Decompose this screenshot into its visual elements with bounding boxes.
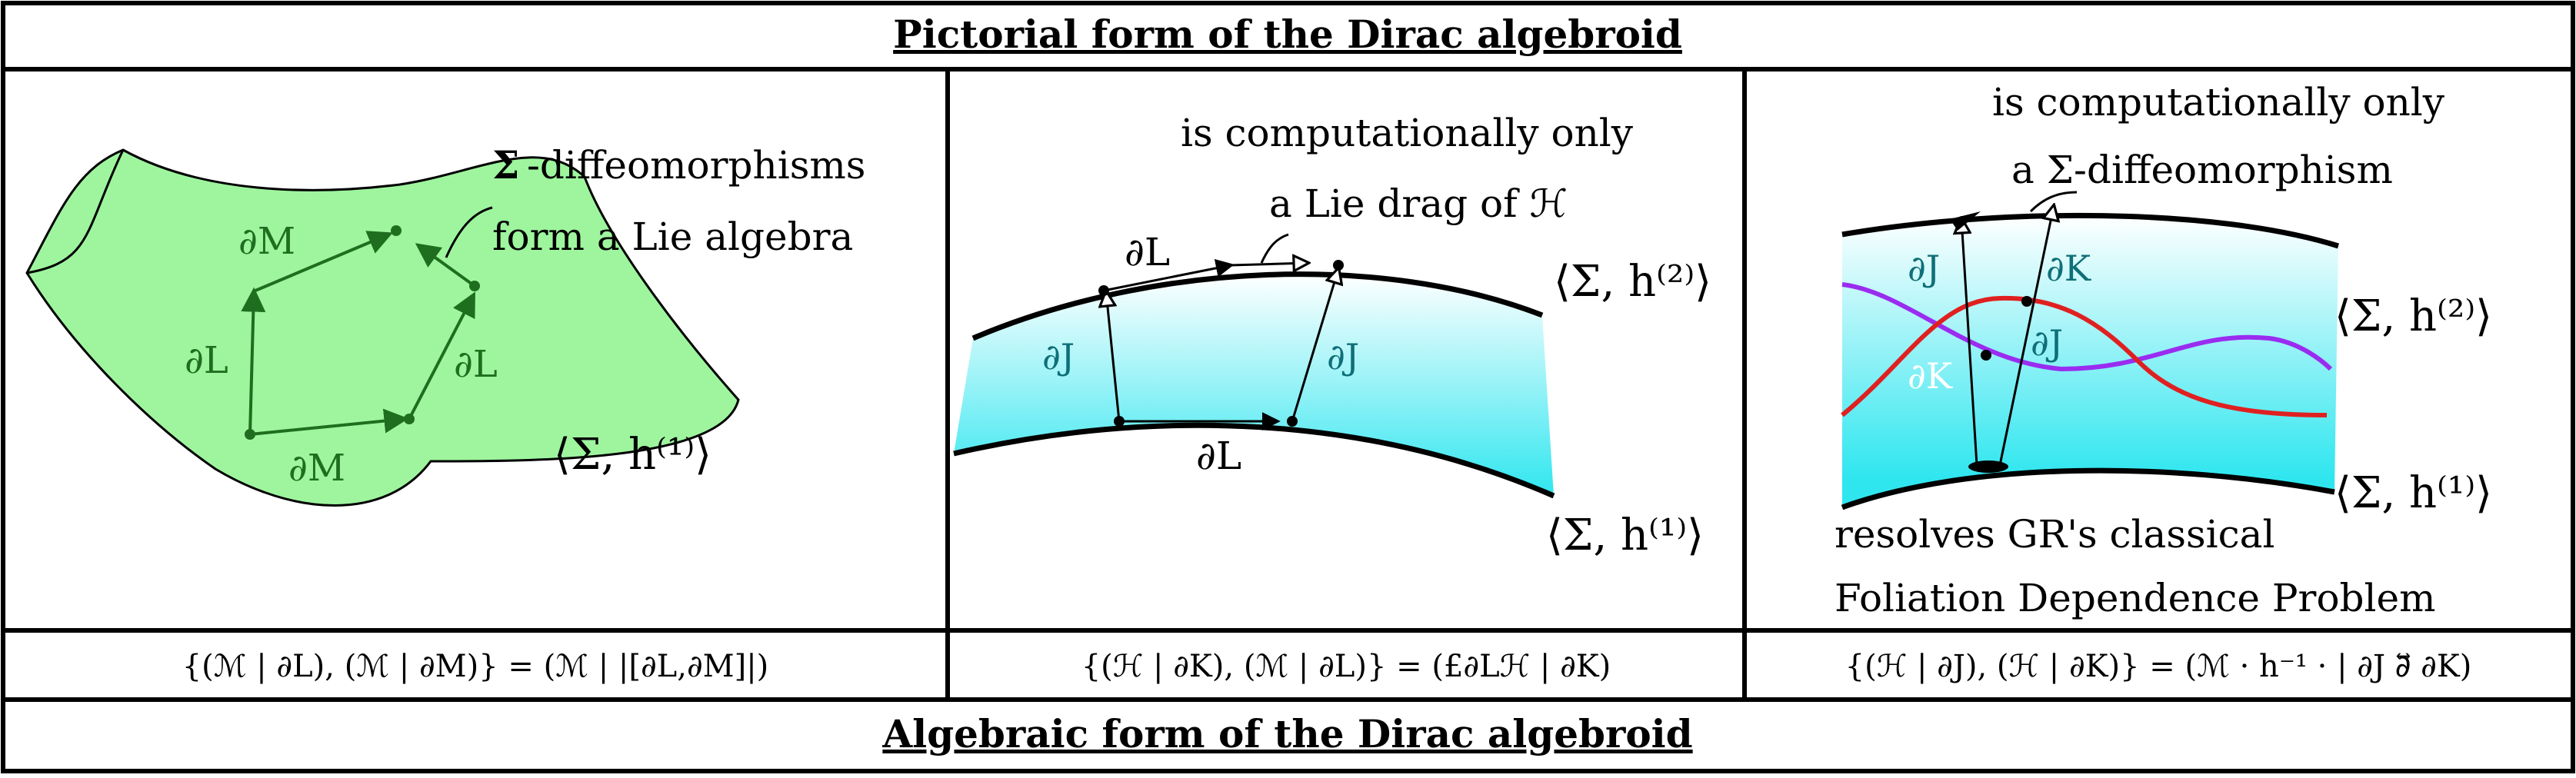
label-dJ-top: ∂J: [1908, 248, 1940, 289]
surface-point: [1287, 416, 1298, 427]
panel-2-lie-drag: is computationally only a Lie drag of ℋ …: [953, 111, 1711, 560]
label-dK-mid: ∂K: [1908, 355, 1954, 397]
loop-vertex: [404, 414, 415, 424]
arrow-dM-bottom: [249, 408, 409, 436]
note-line-2: a Σ-diffeomorphism: [2011, 148, 2393, 192]
note-pointer-3: [2029, 191, 2078, 213]
formula-panel-3: {(ℋ | ∂J), (ℋ | ∂K)} = (ℳ · h⁻¹ · | ∂J ∂…: [1845, 649, 2472, 684]
sheet-between-hypersurfaces: [954, 274, 1554, 496]
loop-vertex: [469, 281, 480, 291]
hypersurface-upper: [971, 271, 1544, 341]
hypersurface-lower: [953, 422, 1555, 499]
note-line-1: is computationally only: [1181, 111, 1634, 155]
label-dK-top: ∂K: [2046, 248, 2092, 289]
formula-panel-1: {(ℳ | ∂L), (ℳ | ∂M)} = (ℳ | |[∂L,∂M]|): [182, 649, 769, 684]
note-bottom-line-2: Foliation Dependence Problem: [1835, 576, 2436, 620]
panel-3-foliation: is computationally only a Σ-diffeomorphi…: [1835, 80, 2492, 620]
note-pointer-2: [1260, 233, 1289, 264]
arrow-dL-right: [408, 291, 475, 420]
purple-foliation-curve: [1841, 282, 2333, 372]
surface-point: [1981, 350, 1991, 361]
closing-arrowhead: [1950, 211, 1981, 231]
arrow-dJ-right: [1291, 269, 1338, 422]
surface-label-1: ⟨Σ, h⁽¹⁾⟩: [554, 430, 711, 480]
panel-1-lie-algebra: ∂M ∂L ∂L ∂M Σ -diffeomorphisms form a Li…: [25, 142, 865, 507]
upper-surface-label: ⟨Σ, h⁽²⁾⟩: [1554, 257, 1711, 307]
note-line-1: -diffeomorphisms: [527, 143, 865, 188]
surface-point: [2021, 296, 2032, 307]
note-pointer-1: [445, 206, 493, 258]
label-dJ-mid: ∂J: [2031, 322, 2063, 364]
surface-point: [1114, 416, 1125, 427]
hypersurface-lower: [1841, 467, 2335, 510]
red-foliation-curve: [1841, 295, 2328, 417]
arrow-dL-top: [1103, 258, 1235, 292]
loop-vertex: [391, 225, 402, 236]
upper-surface-label: ⟨Σ, h⁽²⁾⟩: [2334, 291, 2492, 341]
bottom-title: Algebraic form of the Dirac algebroid: [881, 711, 1692, 756]
arrow-dJ-left: [1106, 292, 1121, 422]
formula-panel-2: {(ℋ | ∂K), (ℳ | ∂L)} = (£∂Lℋ | ∂K): [1081, 649, 1611, 684]
label-dL-left: ∂L: [185, 339, 228, 382]
note-line-1: is computationally only: [1992, 80, 2445, 125]
arrow-dM-top: [255, 231, 393, 292]
sigma-surface-1: [25, 148, 740, 507]
label-dM-bottom: ∂M: [288, 447, 345, 490]
arrow-drag-gap: [1230, 263, 1308, 265]
surface-point: [1333, 260, 1344, 271]
arrow-dL-left: [241, 287, 266, 435]
hypersurface-upper: [1841, 212, 2340, 249]
label-dL-bottom: ∂L: [1196, 434, 1241, 478]
note-line-2: form a Lie algebra: [492, 214, 853, 259]
lower-surface-label: ⟨Σ, h⁽¹⁾⟩: [1546, 510, 1704, 560]
arrow-commutator-gap: [415, 243, 476, 288]
surface-edge: [26, 149, 125, 274]
arrow-dJ-column: [1961, 219, 1978, 466]
note-bottom-line-1: resolves GR's classical: [1835, 512, 2274, 557]
arrow-dK-column: [1998, 206, 2054, 466]
label-dL-top: ∂L: [1125, 230, 1170, 274]
label-dM-top: ∂M: [238, 220, 295, 263]
top-title: Pictorial form of the Dirac algebroid: [893, 12, 1682, 57]
label-dL-right: ∂L: [454, 343, 498, 386]
loop-vertex: [245, 429, 255, 440]
label-dJ-right: ∂J: [1327, 336, 1359, 377]
surface-point: [1098, 285, 1109, 296]
label-dJ-left: ∂J: [1042, 336, 1075, 377]
lower-surface-label: ⟨Σ, h⁽¹⁾⟩: [2334, 468, 2492, 518]
note-sigma-symbol: Σ: [492, 142, 519, 188]
note-line-2: a Lie drag of ℋ: [1269, 181, 1568, 226]
base-point: [1968, 460, 2008, 473]
